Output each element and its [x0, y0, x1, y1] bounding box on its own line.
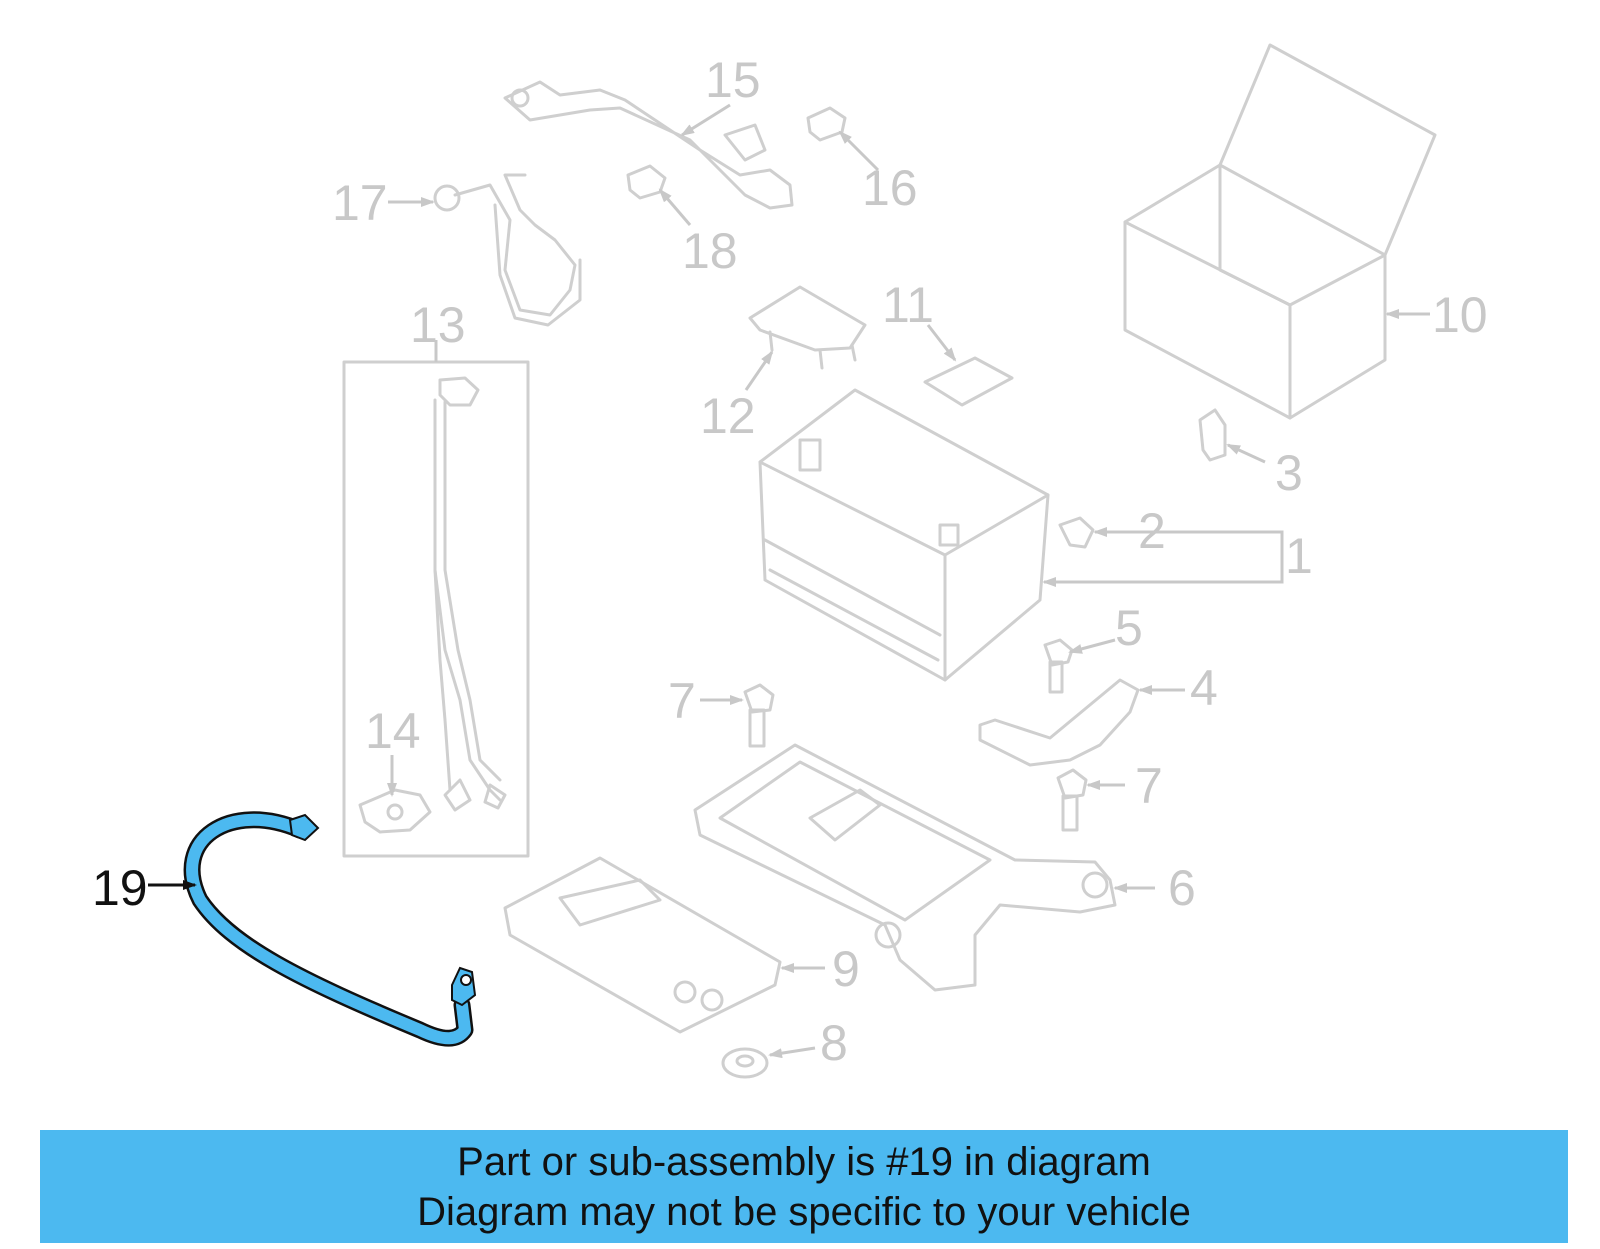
- callout-11: 11: [882, 277, 934, 333]
- callout-19: 19: [92, 860, 148, 916]
- part-2-vent-plug[interactable]: [1058, 516, 1095, 549]
- part-19-battery-cable[interactable]: [183, 811, 477, 1047]
- part-7-bolt-left[interactable]: [743, 683, 775, 748]
- callout-9: 9: [832, 941, 860, 997]
- callout-7-right: 7: [1135, 758, 1163, 814]
- diagram-disclaimer-banner: Part or sub-assembly is #19 in diagram D…: [40, 1130, 1568, 1243]
- callout-13: 13: [410, 297, 466, 353]
- part-6-battery-tray[interactable]: [693, 743, 1117, 992]
- callout-2: 2: [1138, 503, 1166, 559]
- disclaimer-line-2: Diagram may not be specific to your vehi…: [417, 1190, 1191, 1234]
- callout-6: 6: [1168, 860, 1196, 916]
- callout-15: 15: [705, 52, 761, 108]
- callout-4: 4: [1190, 660, 1218, 716]
- part-5-bolt[interactable]: [1043, 638, 1074, 694]
- part-7-bolt-right[interactable]: [1056, 768, 1088, 832]
- part-13-cable-assembly[interactable]: [342, 360, 530, 858]
- part-9-insulator[interactable]: [503, 856, 782, 1034]
- part-8-grommet[interactable]: [721, 1047, 769, 1079]
- callout-14: 14: [365, 703, 421, 759]
- callout-5: 5: [1115, 600, 1143, 656]
- part-1-battery[interactable]: [758, 388, 1050, 682]
- part-12-cover[interactable]: [748, 285, 867, 370]
- callout-labels: 1 2 3 4 5 6 7 7 8 9 10 11 12 13 14 15 16…: [92, 52, 1488, 1071]
- callout-18: 18: [682, 223, 738, 279]
- callout-3: 3: [1275, 445, 1303, 501]
- part-15-battery-cable[interactable]: [503, 80, 794, 210]
- callout-8: 8: [820, 1015, 848, 1071]
- part-11-label[interactable]: [923, 356, 1014, 407]
- part-17-battery-cable[interactable]: [433, 173, 582, 327]
- callout-7-left: 7: [668, 673, 696, 729]
- part-10-battery-box[interactable]: [1123, 43, 1437, 420]
- callout-12: 12: [700, 388, 756, 444]
- part-14-clip[interactable]: [358, 788, 432, 834]
- disclaimer-line-1: Part or sub-assembly is #19 in diagram: [457, 1140, 1151, 1184]
- part-3-clip[interactable]: [1198, 408, 1227, 462]
- callout-10: 10: [1432, 287, 1488, 343]
- part-18-plug[interactable]: [626, 164, 667, 200]
- leader-lines: [148, 103, 1430, 1059]
- part-16-plug[interactable]: [806, 106, 847, 142]
- part-4-bracket[interactable]: [978, 678, 1140, 767]
- callout-16: 16: [862, 160, 918, 216]
- callout-1: 1: [1285, 528, 1313, 584]
- callout-17: 17: [332, 175, 388, 231]
